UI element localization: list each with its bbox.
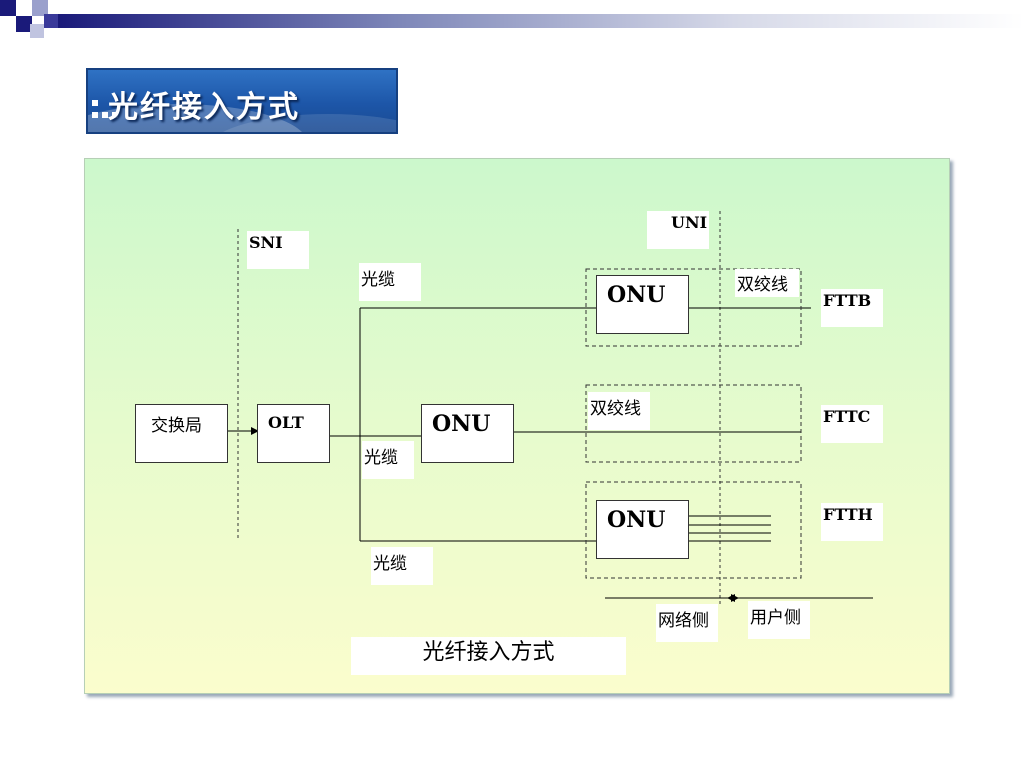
twisted-pair-label-middle: 双绞线: [588, 392, 650, 430]
diagram-panel: SNI UNI 光缆 光缆 光缆 双绞线 双绞线 FTTB FTTC FTTH …: [84, 158, 950, 694]
slide-title: 光纤接入方式: [108, 90, 300, 125]
cable-label-top: 光缆: [359, 263, 421, 301]
sni-label: SNI: [247, 231, 309, 269]
onu-top-node: ONU: [596, 275, 689, 334]
uni-label: UNI: [647, 211, 709, 249]
exchange-label: 交换局: [151, 416, 202, 436]
onu-bottom-label: ONU: [607, 507, 666, 533]
title-banner: 光纤接入方式: [86, 68, 398, 134]
cable-label-bottom: 光缆: [371, 547, 433, 585]
user-side-label: 用户侧: [748, 601, 810, 639]
top-decor-bar: [0, 0, 1024, 38]
diagram-caption: 光纤接入方式: [351, 637, 626, 675]
exchange-node: 交换局: [135, 404, 228, 463]
onu-top-label: ONU: [607, 282, 666, 308]
onu-bottom-node: ONU: [596, 500, 689, 559]
fttb-label: FTTB: [821, 289, 883, 327]
twisted-pair-label-top: 双绞线: [735, 269, 799, 297]
olt-label: OLT: [268, 413, 304, 432]
connection-lines: [195, 211, 873, 604]
cable-label-middle: 光缆: [362, 441, 414, 479]
fttc-label: FTTC: [821, 405, 883, 443]
network-side-label: 网络侧: [656, 604, 718, 642]
ftth-label: FTTH: [821, 503, 883, 541]
olt-node: OLT: [257, 404, 330, 463]
onu-middle-label: ONU: [432, 411, 491, 437]
onu-middle-node: ONU: [421, 404, 514, 463]
